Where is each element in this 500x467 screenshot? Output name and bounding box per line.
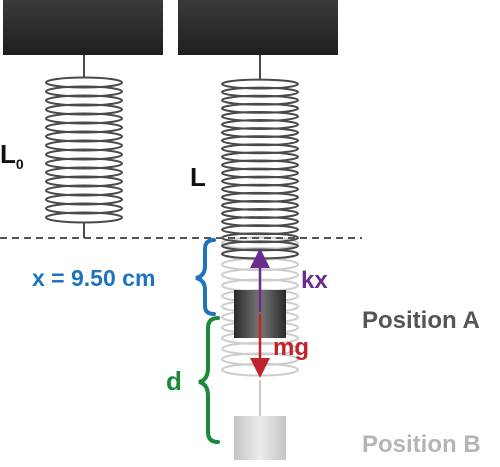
label-x-distance: x = 9.50 cm (32, 265, 155, 291)
d-brace (198, 316, 220, 444)
ceiling-left (3, 0, 163, 55)
label-kx: kx (301, 267, 328, 294)
label-mg: mg (273, 334, 309, 361)
label-position-a: Position A (362, 307, 480, 334)
spring-stretched (221, 55, 299, 260)
label-d: d (166, 366, 182, 396)
spring-unstretched (45, 55, 123, 238)
label-position-b: Position B (362, 431, 481, 458)
ceiling-right (178, 0, 338, 55)
mass-position-b (234, 416, 286, 460)
label-l: L (190, 162, 206, 192)
label-l0-subscript: 0 (16, 156, 24, 172)
label-l0: L0 (0, 139, 24, 172)
x-brace (195, 238, 216, 316)
